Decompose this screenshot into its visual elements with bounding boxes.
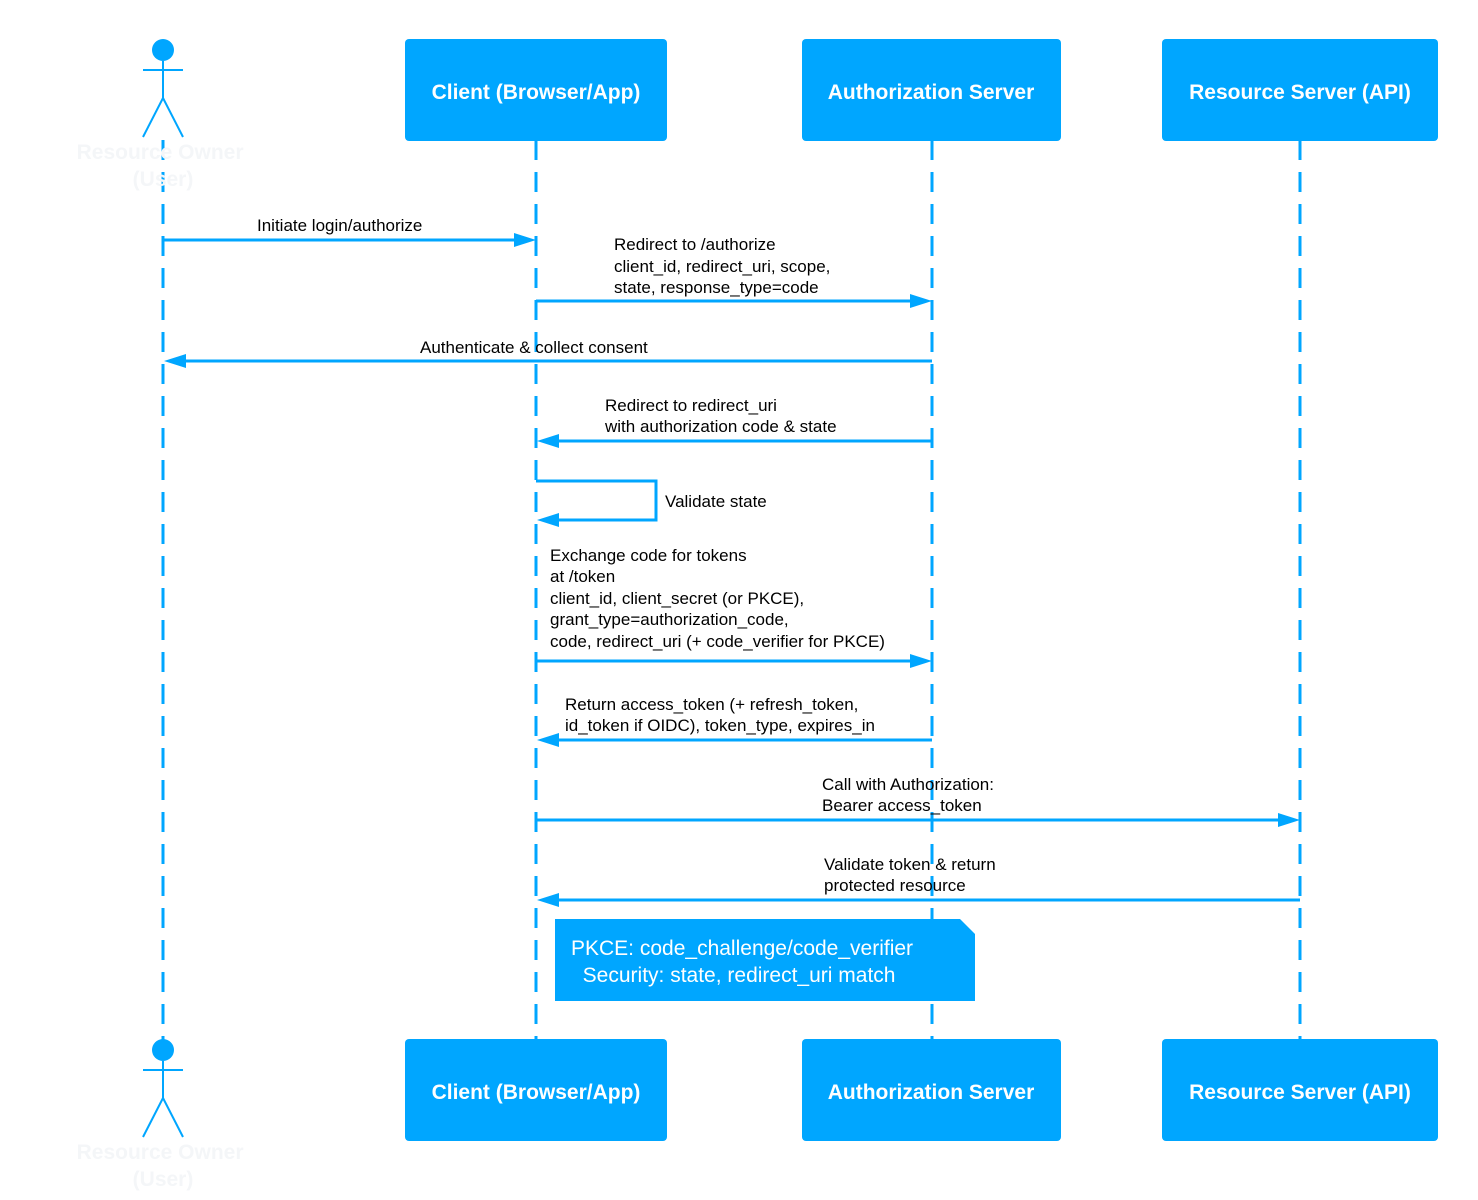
arrowhead [537,513,559,527]
message-initiate-login: Initiate login/authorize [163,216,536,247]
message-label: Return access_token (+ refresh_token, id… [565,695,875,735]
arrowhead [164,354,186,368]
participant-auth-bottom: Authorization Server [802,1039,1061,1141]
message-exchange-code: Exchange code for tokens at /token clien… [536,546,932,668]
message-redirect-callback: Redirect to redirect_uri with authorizat… [537,396,932,448]
lifelines [161,140,1302,1040]
stick-figure-icon [142,39,184,138]
message-call-api: Call with Authorization: Bearer access_t… [536,775,1300,827]
message-validate-state: Validate state [536,479,767,527]
participant-label: Resource Server (API) [1189,81,1411,104]
note-label: PKCE: code_challenge/code_verifier Secur… [571,937,919,987]
participant-resource-bottom: Resource Server (API) [1162,1039,1438,1141]
actor-name-line: Resource Owner [77,1141,244,1164]
arrowhead [910,294,932,308]
arrowhead [537,733,559,747]
message-label: Authenticate & collect consent [420,338,648,357]
actor-name: Resource Owner (User) [77,1141,250,1191]
message-redirect-authorize: Redirect to /authorize client_id, redire… [536,235,932,308]
actor-name-line: (User) [133,168,194,191]
message-authenticate-consent: Authenticate & collect consent [164,338,932,368]
actor-user-bottom: Resource Owner (User) [77,1039,250,1191]
participant-label: Client (Browser/App) [432,81,641,104]
message-label: Initiate login/authorize [257,216,422,235]
participant-client-top: Client (Browser/App) [405,39,667,141]
arrowhead [910,654,932,668]
actor-name-line: Resource Owner [77,141,244,164]
message-label: Call with Authorization: Bearer access_t… [822,775,999,815]
stick-figure-icon [142,1039,184,1138]
message-return-tokens: Return access_token (+ refresh_token, id… [537,695,932,747]
message-label: Validate token & return protected resour… [824,855,1000,895]
participant-label: Resource Server (API) [1189,1081,1411,1104]
actor-name-line: (User) [133,1168,194,1191]
participant-label: Authorization Server [828,81,1035,104]
message-label: Exchange code for tokens at /token clien… [550,546,885,651]
message-label: Redirect to /authorize client_id, redire… [614,235,835,297]
actor-user-top: Resource Owner (User) [77,39,250,191]
actor-name: Resource Owner (User) [77,141,250,191]
arrowhead [514,233,536,247]
participant-label: Client (Browser/App) [432,1081,641,1104]
participant-auth-top: Authorization Server [802,39,1061,141]
participant-resource-top: Resource Server (API) [1162,39,1438,141]
message-return-resource: Validate token & return protected resour… [537,855,1300,907]
participant-label: Authorization Server [828,1081,1035,1104]
arrowhead [1278,813,1300,827]
arrowhead [537,434,559,448]
note-pkce-security: PKCE: code_challenge/code_verifier Secur… [555,919,975,1001]
note-box [555,919,975,1001]
message-label: Validate state [665,492,767,511]
arrowhead [537,893,559,907]
participant-client-bottom: Client (Browser/App) [405,1039,667,1141]
message-label: Redirect to redirect_uri with authorizat… [604,396,837,436]
